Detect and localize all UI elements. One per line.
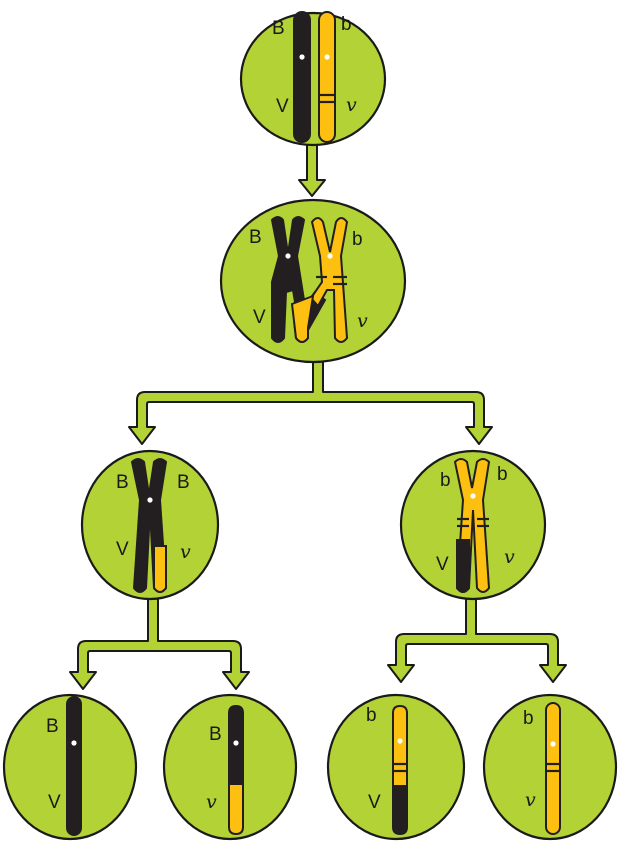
allele-label-b-right: b: [497, 464, 508, 485]
cell-meiosis-I-right: b b V v: [399, 449, 547, 601]
arrow-branch-cell2: [128, 357, 493, 445]
cell-meiosis-I-left: B B V v: [80, 449, 220, 601]
allele-label-v: v: [180, 541, 191, 563]
allele-label-v: v: [346, 94, 357, 116]
allele-label-b: b: [366, 705, 377, 726]
allele-label-v: v: [504, 546, 515, 568]
chromosome-black-icon: [130, 458, 168, 593]
allele-label-v: v: [206, 791, 217, 813]
gamete-BV: B V: [2, 693, 138, 841]
arrow-branch-cell3: [69, 596, 250, 690]
chromosome-recombinant-icon: [392, 704, 408, 836]
allele-label-V: V: [436, 554, 449, 575]
allele-label-B-left: B: [116, 472, 129, 493]
allele-label-B-right: B: [177, 472, 190, 493]
chromosome-black-icon: [66, 696, 82, 836]
allele-label-b: b: [352, 229, 363, 250]
allele-label-V: V: [116, 539, 129, 560]
allele-label-v: v: [525, 789, 536, 811]
allele-label-b: b: [341, 14, 352, 35]
chromosome-yellow-icon: [318, 11, 336, 143]
allele-label-B: B: [272, 18, 285, 39]
allele-label-b: b: [523, 708, 534, 729]
allele-label-V: V: [48, 792, 61, 813]
allele-label-B: B: [209, 724, 222, 745]
arrow-cell1-to-cell2: [298, 142, 326, 197]
allele-label-V: V: [253, 307, 266, 328]
gamete-bV-recombinant: b V: [326, 693, 466, 841]
allele-label-B: B: [249, 227, 262, 248]
allele-label-B: B: [46, 716, 59, 737]
chromosome-yellow-icon: [453, 458, 491, 593]
cell-crossing-over: B b V v: [219, 198, 407, 364]
allele-label-V: V: [276, 96, 289, 117]
arrow-branch-cell4: [387, 596, 567, 683]
chromosome-yellow-icon: [545, 702, 561, 835]
gamete-bv: b v: [482, 693, 618, 841]
allele-label-b-left: b: [440, 470, 451, 491]
gamete-Bv-recombinant: B v: [162, 693, 298, 841]
chromosome-black-icon: [293, 11, 311, 143]
chromosome-yellow-icon: [290, 217, 349, 343]
allele-label-v: v: [357, 310, 368, 332]
allele-label-V: V: [368, 792, 381, 813]
chromosome-recombinant-icon: [228, 704, 244, 836]
cell-parent: B b V v: [239, 11, 387, 147]
